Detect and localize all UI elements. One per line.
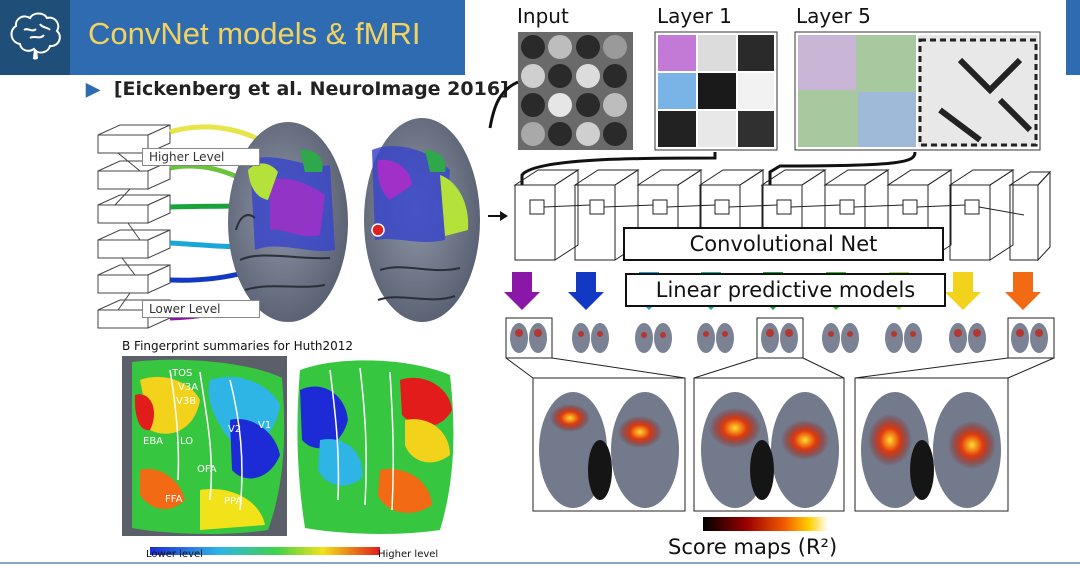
linear-models-label: Linear predictive models (625, 273, 946, 307)
roi-label: EBA (143, 436, 164, 447)
layer5-label: Layer 5 (796, 4, 871, 28)
roi-label: TOS (172, 368, 193, 379)
roi-label: FFA (165, 494, 183, 505)
roi-label: PPA (224, 496, 243, 507)
zoom-lines (505, 357, 1055, 379)
score-colorbar (703, 517, 828, 531)
bottom-rule (0, 562, 1080, 564)
title-bar: ConvNet models & fMRI (70, 0, 465, 75)
roi-label: V3B (176, 396, 197, 407)
score-maps-label: Score maps (R²) (668, 535, 838, 559)
lower-level-label: Lower Level (142, 300, 260, 318)
title-bar-end (1066, 0, 1080, 75)
input-label: Input (517, 4, 569, 28)
convolutional-net-label: Convolutional Net (623, 227, 944, 261)
higher-level-label: Higher Level (142, 148, 260, 166)
roi-label: V1 (258, 420, 272, 431)
brain-right-hemisphere (364, 118, 480, 322)
roi-label: V2 (228, 424, 242, 435)
small-score-brains (505, 317, 1055, 359)
slide-title: ConvNet models & fMRI (88, 16, 421, 51)
legend-lower-level: Lower level (146, 549, 203, 560)
roi-label: V3A (178, 382, 199, 393)
logo-box (0, 0, 70, 75)
roi-label: OFA (197, 464, 217, 475)
fingerprint-caption: B Fingerprint summaries for Huth2012 (122, 339, 354, 353)
fingerprint-colorbar (150, 547, 380, 555)
layer-stack-diagram (97, 124, 171, 329)
fingerprint-flatmap-right (295, 356, 460, 536)
layer1-thumbnail-grid (654, 31, 778, 151)
layer5-thumbnail-grid (794, 31, 1041, 151)
layer1-label: Layer 1 (657, 4, 732, 28)
legend-higher-level: Higher level (378, 549, 439, 560)
input-thumbnail-grid (518, 32, 633, 150)
roi-label: LO (180, 436, 194, 447)
arrow-head (500, 211, 508, 221)
play-triangle-icon: ▶ (86, 79, 100, 99)
citation-text: [Eickenberg et al. NeuroImage 2016] (113, 78, 509, 100)
large-score-maps (532, 377, 1009, 512)
brain-logo-icon (10, 12, 61, 60)
brain-left-hemisphere (228, 122, 348, 322)
citation: ▶ [Eickenberg et al. NeuroImage 2016] (86, 78, 509, 101)
thumbnail-connectors (488, 80, 917, 185)
fingerprint-flatmap-left (122, 356, 287, 536)
